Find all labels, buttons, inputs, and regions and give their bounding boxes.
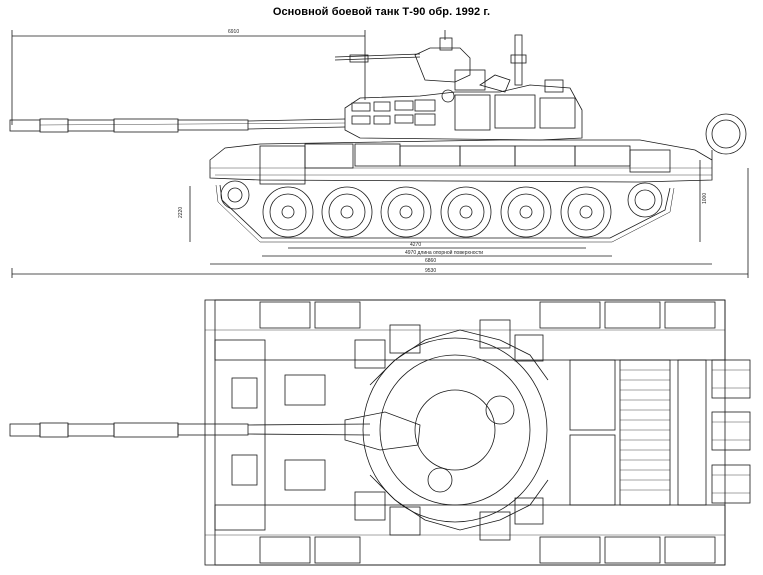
hull-side (209, 139, 713, 185)
side-view: 6910 (9, 29, 749, 278)
dim-top-label: 6910 (228, 29, 239, 35)
dimension-top: 6910 (11, 29, 366, 125)
dim-bottom-3-label: 6860 (425, 258, 436, 264)
dimensions-side: 2220 1000 4270 4970 длина опорной поверх… (11, 160, 749, 278)
top-view (9, 299, 751, 566)
commander-machine-gun (334, 30, 564, 93)
gun-barrel-side (9, 118, 346, 133)
hull-top (204, 299, 726, 566)
dim-bottom-4-label: 9530 (425, 268, 436, 274)
dim-bottom-2-label: 4970 длина опорной поверхности (405, 249, 483, 256)
turret-top (344, 319, 549, 541)
fuel-drum (705, 113, 747, 160)
gun-barrel-top (9, 422, 371, 438)
drawing-title: Основной боевой танк Т-90 обр. 1992 г. (272, 6, 491, 18)
dim-height-right-label: 1000 (702, 193, 708, 204)
road-wheels (220, 180, 663, 238)
track-side (215, 184, 675, 243)
dim-bottom-1-label: 4270 (410, 242, 421, 248)
turret-side (344, 84, 583, 141)
engine-deck (569, 359, 707, 506)
rear-fuel-drums (711, 359, 751, 504)
dim-height-left-label: 2220 (178, 207, 184, 218)
